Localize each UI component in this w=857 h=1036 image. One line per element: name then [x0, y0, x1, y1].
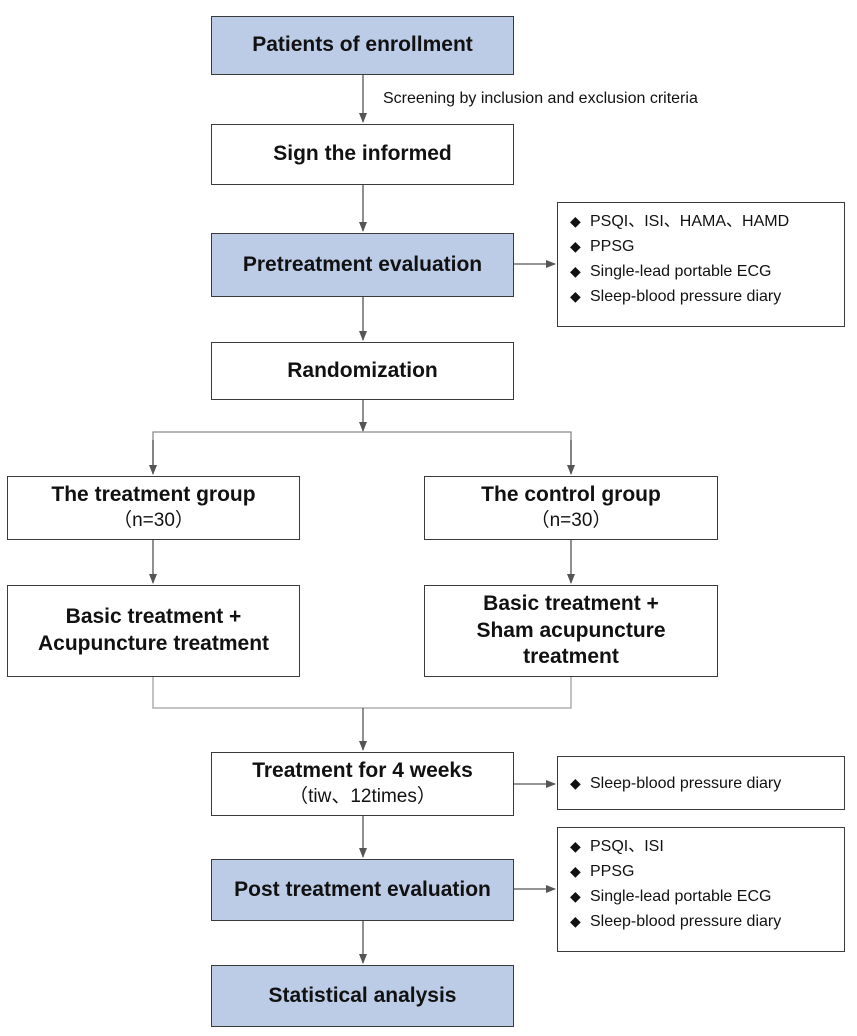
- control-arm-line: Basic treatment +: [483, 591, 659, 615]
- branch-line: [152, 431, 572, 470]
- post-note-item: ◆PPSG: [570, 859, 836, 884]
- treatment-group-title: The treatment group: [51, 483, 256, 507]
- randomization-box: Randomization: [211, 342, 514, 400]
- post-treatment-label: Post treatment evaluation: [234, 877, 491, 901]
- merge-line: [152, 677, 572, 709]
- post-note-item: ◆PSQI、ISI: [570, 834, 836, 859]
- diamond-bullet-icon: ◆: [570, 888, 581, 904]
- during-notes: ◆Sleep-blood pressure diary: [557, 756, 845, 810]
- pretreatment-note-item: ◆PSQI、ISI、HAMA、HAMD: [570, 209, 836, 234]
- pretreatment-note-item: ◆Single-lead portable ECG: [570, 259, 836, 284]
- post-treatment-box: Post treatment evaluation: [211, 859, 514, 921]
- control-arm-box: Basic treatment + Sham acupuncture treat…: [424, 585, 718, 677]
- pretreatment-notes: ◆PSQI、ISI、HAMA、HAMD ◆PPSG ◆Single-lead p…: [557, 202, 845, 327]
- sign-box: Sign the informed: [211, 124, 514, 185]
- treatment-arm-line: Acupuncture treatment: [37, 632, 270, 655]
- post-notes: ◆PSQI、ISI ◆PPSG ◆Single-lead portable EC…: [557, 827, 845, 952]
- treatment-weeks-title: Treatment for 4 weeks: [252, 759, 473, 783]
- control-arm-line: treatment: [523, 645, 619, 669]
- pretreatment-label: Pretreatment evaluation: [242, 252, 483, 276]
- diamond-bullet-icon: ◆: [570, 913, 581, 929]
- enrollment-label: Patients of enrollment: [252, 33, 473, 57]
- diamond-bullet-icon: ◆: [570, 775, 581, 791]
- enrollment-box: Patients of enrollment: [211, 16, 514, 75]
- pretreatment-box: Pretreatment evaluation: [211, 233, 514, 297]
- diamond-bullet-icon: ◆: [570, 863, 581, 879]
- control-group-title: The control group: [481, 483, 661, 507]
- diamond-bullet-icon: ◆: [570, 238, 581, 254]
- treatment-arm-line: Basic treatment +: [65, 605, 242, 629]
- during-note-item: ◆Sleep-blood pressure diary: [570, 771, 836, 796]
- post-note-item: ◆Single-lead portable ECG: [570, 884, 836, 909]
- diamond-bullet-icon: ◆: [570, 263, 581, 279]
- diamond-bullet-icon: ◆: [570, 288, 581, 304]
- diamond-bullet-icon: ◆: [570, 213, 581, 229]
- control-arm-line: Sham acupuncture: [476, 618, 666, 642]
- sign-label: Sign the informed: [273, 142, 452, 166]
- treatment-weeks-sub: （tiw、12times）: [289, 786, 436, 808]
- screening-label: Screening by inclusion and exclusion cri…: [383, 90, 698, 107]
- pretreatment-note-item: ◆PPSG: [570, 234, 836, 259]
- pretreatment-note-item: ◆Sleep-blood pressure diary: [570, 284, 836, 309]
- statistical-analysis-label: Statistical analysis: [268, 983, 457, 1007]
- control-group-box: The control group （n=30）: [424, 476, 718, 540]
- control-group-n: （n=30）: [530, 510, 612, 532]
- statistical-analysis-box: Statistical analysis: [211, 965, 514, 1027]
- treatment-group-n: （n=30）: [113, 510, 194, 532]
- treatment-weeks-box: Treatment for 4 weeks （tiw、12times）: [211, 752, 514, 816]
- post-note-item: ◆Sleep-blood pressure diary: [570, 909, 836, 934]
- treatment-group-box: The treatment group （n=30）: [7, 476, 300, 540]
- randomization-label: Randomization: [287, 358, 438, 382]
- diamond-bullet-icon: ◆: [570, 838, 581, 854]
- treatment-arm-box: Basic treatment + Acupuncture treatment: [7, 585, 300, 677]
